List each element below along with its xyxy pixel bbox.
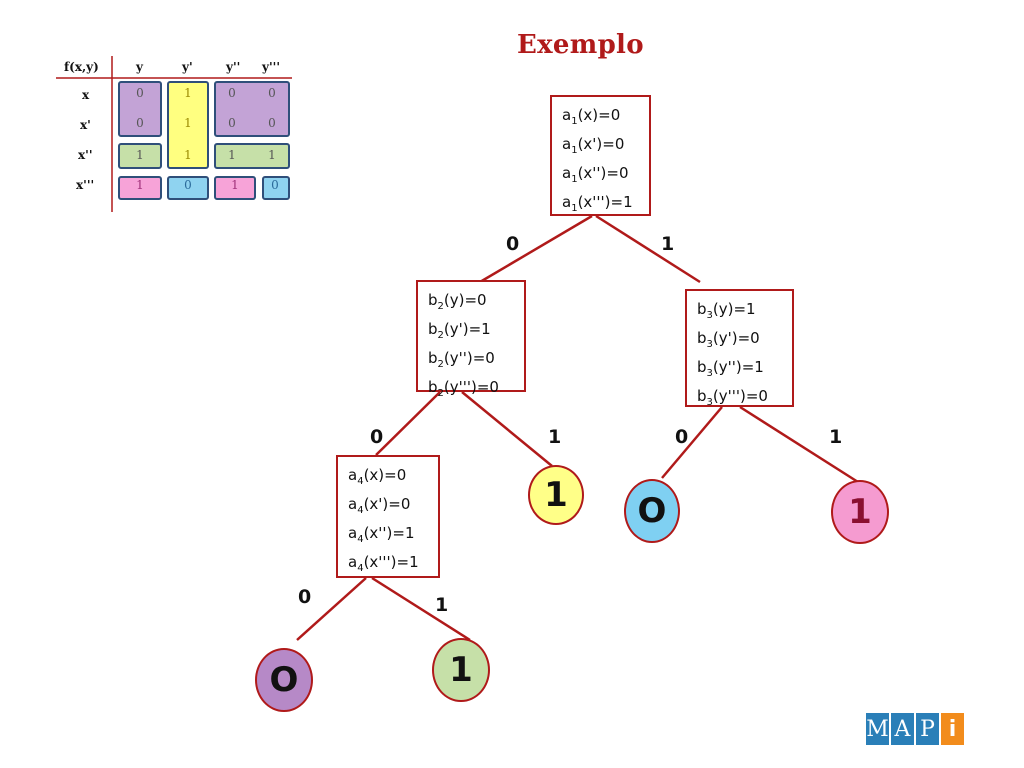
leaf-b3-left: O: [624, 479, 680, 543]
cell-x1-y1: 1: [184, 116, 192, 130]
leaf-a4-left: O: [255, 648, 313, 712]
node-root-a1: a1(x)=0 a1(x')=0 a1(x'')=0 a1(x''')=1: [550, 95, 651, 216]
edge-root-right: [595, 214, 701, 284]
cell-x1-y3: 0: [268, 116, 276, 130]
group-green-left: [118, 143, 162, 169]
cell-x-y2: 0: [228, 86, 236, 100]
node-b2-line-2: b2(y')=1: [428, 320, 491, 341]
cell-x2-y3: 1: [268, 148, 276, 162]
group-pink-right: [214, 176, 256, 200]
edge-b2-left: [375, 391, 441, 456]
cell-x2-y: 1: [136, 148, 144, 162]
node-b2: b2(y)=0 b2(y')=1 b2(y'')=0 b2(y''')=0: [416, 280, 526, 399]
node-root-line-2: a1(x')=0: [562, 135, 625, 156]
group-yellow-column: [167, 81, 209, 169]
edge-b3-left: [661, 406, 723, 479]
group-green-right: [214, 143, 290, 169]
cell-x-y3: 0: [268, 86, 276, 100]
logo-letter-p: P: [916, 713, 939, 745]
logo-letter-a: A: [891, 713, 914, 745]
group-purple-left: [118, 81, 162, 137]
node-a4-line-3: a4(x'')=1: [348, 524, 415, 545]
edge-label-b2-left: 0: [370, 426, 384, 448]
node-b3-line-3: b3(y'')=1: [697, 358, 764, 379]
cell-x2-y2: 1: [228, 148, 236, 162]
edge-root-left: [479, 214, 593, 284]
page-title: Exemplo: [517, 30, 644, 60]
edge-label-b2-right: 1: [548, 426, 562, 448]
cell-x-y: 0: [136, 86, 144, 100]
group-blue-y3: [262, 176, 290, 200]
col-header-y: y: [136, 60, 143, 74]
node-b3-line-2: b3(y')=0: [697, 329, 760, 350]
col-header-y1: y': [182, 60, 193, 74]
col-header-y3: y''': [262, 60, 280, 74]
node-root-line-3: a1(x'')=0: [562, 164, 629, 185]
cell-x3-y3: 0: [271, 178, 279, 192]
edge-label-b3-right: 1: [829, 426, 843, 448]
edge-label-root-right: 1: [661, 233, 675, 255]
cell-x3-y: 1: [136, 178, 144, 192]
edge-label-a4-right: 1: [435, 594, 449, 616]
mapi-logo: M A P i: [866, 713, 964, 745]
group-purple-right: [214, 81, 290, 137]
edge-label-a4-left: 0: [298, 586, 312, 608]
table-corner-header: f(x,y): [64, 60, 99, 74]
row-header-x3: x''': [76, 178, 95, 192]
node-b2-line-1: b2(y)=0: [428, 291, 487, 312]
edge-label-root-left: 0: [506, 233, 520, 255]
node-root-line-1: a1(x)=0: [562, 106, 621, 127]
node-b3: b3(y)=1 b3(y')=0 b3(y'')=1 b3(y''')=0: [685, 289, 794, 408]
leaf-b2-right: 1: [528, 465, 584, 525]
group-blue-y1: [167, 176, 209, 200]
node-root-line-4: a1(x''')=1: [562, 193, 633, 214]
node-b2-line-4: b2(y''')=0: [428, 378, 499, 399]
edge-label-b3-left: 0: [675, 426, 689, 448]
edge-b3-right: [739, 405, 859, 484]
cell-x-y1: 1: [184, 86, 192, 100]
node-b3-line-4: b3(y''')=0: [697, 387, 768, 408]
edge-a4-right: [371, 576, 471, 642]
col-header-y2: y'': [226, 60, 241, 74]
cell-x1-y: 0: [136, 116, 144, 130]
row-header-x2: x'': [78, 148, 93, 162]
node-a4-line-2: a4(x')=0: [348, 495, 411, 516]
leaf-b3-right: 1: [831, 480, 889, 544]
leaf-a4-right: 1: [432, 638, 490, 702]
row-header-x1: x': [80, 118, 91, 132]
node-a4-line-4: a4(x''')=1: [348, 553, 419, 574]
logo-letter-m: M: [866, 713, 889, 745]
node-a4-line-1: a4(x)=0: [348, 466, 407, 487]
group-pink-left: [118, 176, 162, 200]
edge-b2-right: [461, 391, 553, 467]
logo-letter-i: i: [941, 713, 964, 745]
node-b3-line-1: b3(y)=1: [697, 300, 756, 321]
edge-a4-left: [296, 577, 367, 641]
row-header-x: x: [82, 88, 90, 102]
cell-x3-y2: 1: [231, 178, 239, 192]
cell-x2-y1: 1: [184, 148, 192, 162]
node-b2-line-3: b2(y'')=0: [428, 349, 495, 370]
node-a4: a4(x)=0 a4(x')=0 a4(x'')=1 a4(x''')=1: [336, 455, 440, 578]
cell-x1-y2: 0: [228, 116, 236, 130]
cell-x3-y1: 0: [184, 178, 192, 192]
